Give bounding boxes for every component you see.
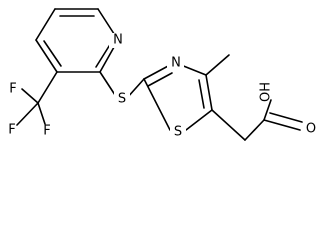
bond xyxy=(263,119,301,131)
double-bond-inner xyxy=(198,79,205,109)
bond xyxy=(185,109,213,131)
thiazole-sulfur-label: S xyxy=(174,125,182,140)
sulfide-sulfur-label: S xyxy=(118,92,126,107)
bond xyxy=(180,64,207,76)
pyridine-nitrogen-label: N xyxy=(113,33,123,48)
fluorine-left-label: F xyxy=(8,123,15,138)
double-bond-inner xyxy=(147,72,173,87)
bond xyxy=(35,8,56,41)
bond xyxy=(263,99,272,121)
methyl-bond xyxy=(205,54,230,76)
carbonyl-oxygen-label: O xyxy=(306,122,316,137)
acetic-acid-group xyxy=(211,99,303,141)
hydroxyl-label: OH xyxy=(259,82,274,102)
fluorine-bottom-label: F xyxy=(43,124,50,139)
bond xyxy=(37,71,58,104)
thiazole-ring xyxy=(143,64,213,131)
bond xyxy=(244,119,265,141)
double-bond-inner xyxy=(269,112,303,123)
double-bond-inner xyxy=(43,40,62,67)
bond xyxy=(143,64,171,80)
bond xyxy=(35,39,58,73)
pyridine-ring xyxy=(35,8,119,73)
bond xyxy=(143,78,171,131)
bond xyxy=(16,102,39,126)
thiazole-nitrogen-label: N xyxy=(171,56,181,71)
double-bond-inner xyxy=(95,42,112,68)
fluorine-top-label: F xyxy=(9,82,16,97)
structure-diagram: N S N S F F F O OH xyxy=(8,8,316,141)
bond xyxy=(21,88,39,104)
bond xyxy=(205,74,213,111)
trifluoromethyl-group xyxy=(16,71,58,126)
bond xyxy=(211,109,246,141)
bond xyxy=(37,102,46,125)
